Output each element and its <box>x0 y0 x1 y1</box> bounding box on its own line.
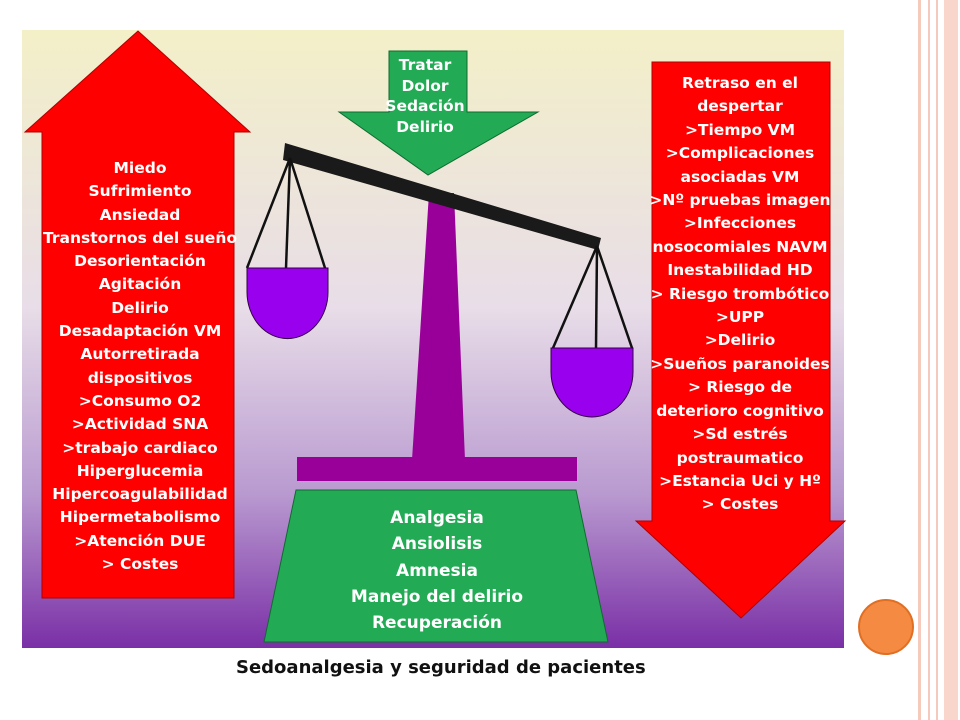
text-line: > Riesgo de <box>687 378 793 397</box>
right-arrow-text: Retraso en el despertar >Tiempo VM >Complic… <box>642 72 838 517</box>
text-line: >trabajo cardiaco <box>62 438 218 457</box>
base-trapezoid <box>263 489 609 643</box>
text-line: Delirio <box>396 117 454 136</box>
text-line: Sufrimiento <box>88 182 192 201</box>
text-line: asociadas VM <box>680 167 800 186</box>
text-line: Desadaptación VM <box>58 322 222 341</box>
left-pan <box>246 267 329 340</box>
text-line: Tratar <box>398 56 452 74</box>
text-line: Hipercoagulabilidad <box>52 485 228 504</box>
text-line: Amnesia <box>396 560 478 581</box>
text-line: nosocomiales NAVM <box>652 237 828 256</box>
text-line: >Complicaciones <box>665 144 815 163</box>
text-line: Autorretirada <box>80 345 200 364</box>
text-line: Hipermetabolismo <box>59 508 221 527</box>
text-line: > Riesgo trombótico <box>650 284 830 303</box>
frame-line <box>928 0 930 720</box>
text-line: >Sd estrés <box>692 425 788 444</box>
text-line: Inestabilidad HD <box>667 261 813 280</box>
text-line: Analgesia <box>390 508 484 528</box>
text-line: postraumatico <box>676 448 804 467</box>
frame-line <box>936 0 938 720</box>
text-line: >Sueños paranoides <box>650 354 830 373</box>
text-line: Delirio <box>111 298 169 317</box>
text-line: Ansiolisis <box>391 534 483 555</box>
right-pan-strings <box>551 245 634 349</box>
text-line: >Estancia Uci y Hº <box>659 471 821 490</box>
left-pan-strings <box>245 157 327 269</box>
text-line: > Costes <box>701 495 779 514</box>
text-line: dispositivos <box>87 368 193 387</box>
text-line: Hiperglucemia <box>76 461 204 480</box>
text-line: >Consumo O2 <box>78 391 202 410</box>
text-line: >Atención DUE <box>74 531 206 550</box>
text-line: Sedación <box>385 97 465 115</box>
text-line: >Nº pruebas imagen <box>649 191 831 210</box>
scale-beam <box>283 143 601 250</box>
text-line: Manejo del delirio <box>350 586 524 607</box>
text-line: >Tiempo VM <box>684 120 796 139</box>
text-line: Agitación <box>98 275 182 294</box>
text-line: >UPP <box>715 308 765 327</box>
text-line: >Infecciones <box>683 214 797 233</box>
text-line: Desorientación <box>74 252 206 271</box>
text-line: Recuperación <box>371 613 503 634</box>
text-line: >Delirio <box>704 331 776 350</box>
scale-post <box>412 193 465 460</box>
text-line: Ansiedad <box>99 205 181 224</box>
right-down-arrow <box>634 61 847 619</box>
text-line: >Actividad SNA <box>71 415 209 434</box>
text-line: despertar <box>697 97 783 116</box>
frame-line <box>918 0 921 720</box>
top-down-arrow <box>337 50 540 176</box>
right-pan <box>550 347 634 418</box>
scale-foot <box>297 457 577 481</box>
text-line: > Costes <box>101 555 179 574</box>
left-up-arrow <box>23 30 252 599</box>
frame-line <box>944 0 958 720</box>
text-line: Retraso en el <box>681 74 798 92</box>
text-line: Dolor <box>401 76 449 95</box>
orange-circle <box>858 599 914 655</box>
text-line: deterioro cognitivo <box>656 401 824 420</box>
text-line: Transtornos del sueño <box>42 228 237 247</box>
caption: Sedoanalgesia y seguridad de pacientes <box>236 657 646 678</box>
text-line: Miedo <box>113 159 167 177</box>
